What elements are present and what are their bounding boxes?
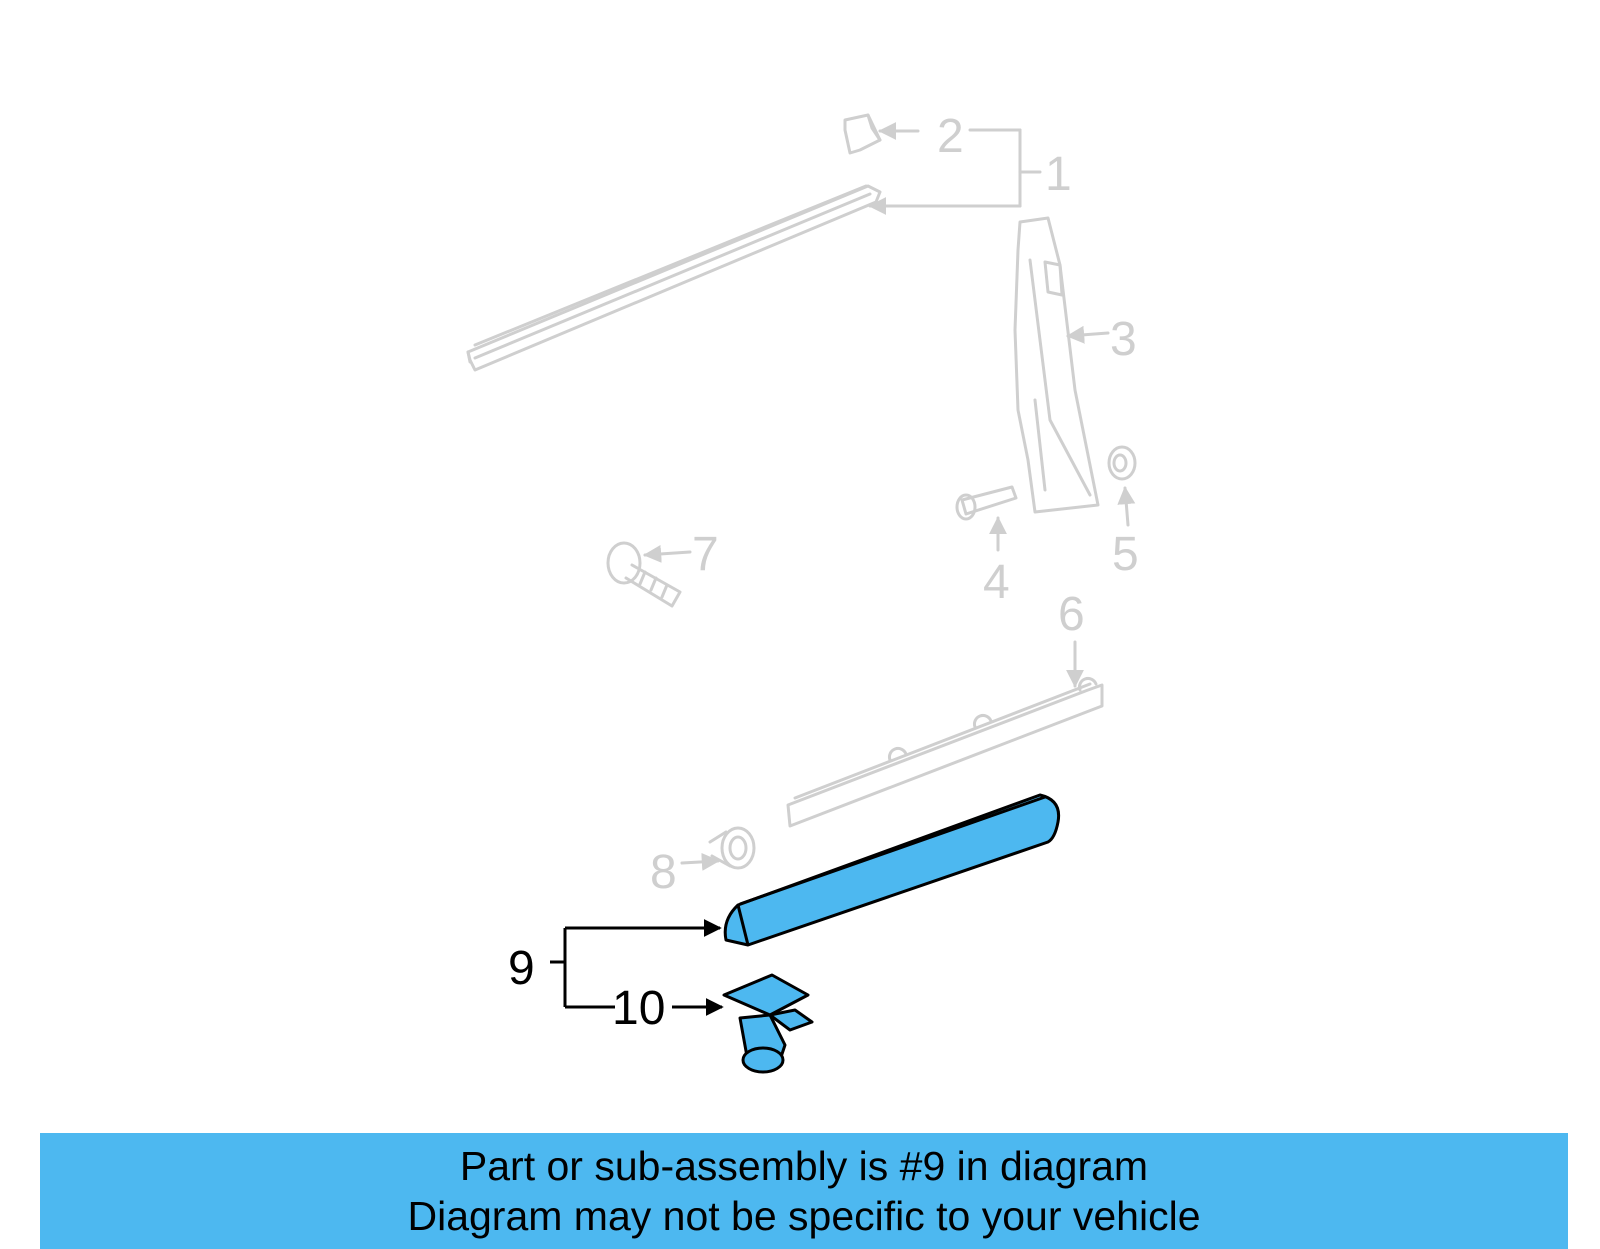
callout-2: 2: [937, 110, 964, 163]
callout-7: 7: [692, 528, 719, 581]
part-3-pillar: [1013, 216, 1110, 514]
callout-9-bracket: [550, 919, 724, 1016]
callout-4: 4: [983, 556, 1010, 609]
info-banner: Part or sub-assembly is #9 in diagram Di…: [40, 1133, 1568, 1249]
callout-5: 5: [1112, 528, 1139, 581]
banner-line-part: Part or sub-assembly is #9 in diagram: [459, 1143, 1149, 1189]
callout-10: 10: [612, 982, 665, 1035]
callout-9: 9: [508, 942, 535, 995]
part-4-screw: [955, 485, 1018, 552]
banner-line-disclaimer: Diagram may not be specific to your vehi…: [407, 1193, 1201, 1239]
part-1-rail: [466, 184, 882, 372]
callout-3: 3: [1110, 313, 1137, 366]
part-10-clip: [722, 973, 814, 1074]
part-8-grommet: [680, 826, 756, 871]
callout-8: 8: [650, 846, 677, 899]
callout-1: 1: [1045, 148, 1072, 201]
part-2-clip: [843, 113, 882, 155]
part-6-lower-rail: [786, 640, 1104, 828]
callout-6: 6: [1058, 588, 1085, 641]
part-7-bolt: [606, 541, 692, 608]
part-9-molding: [723, 793, 1061, 947]
part-5-nut: [1107, 445, 1137, 527]
callout-1-bracket: [868, 122, 1042, 215]
